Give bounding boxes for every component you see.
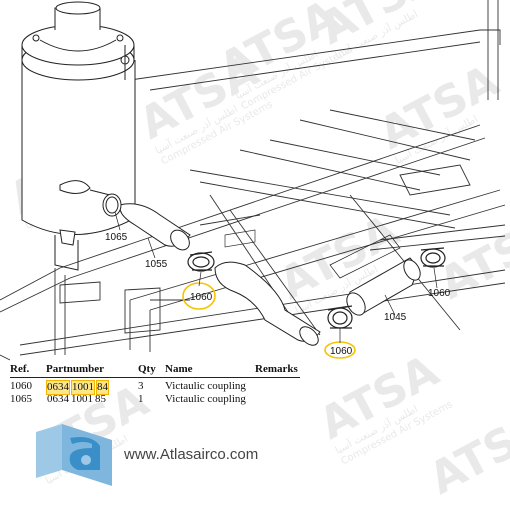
callout-1055: 1055 xyxy=(145,259,168,270)
callout-1060-a: 1060 xyxy=(190,292,213,303)
piping xyxy=(102,193,421,346)
partnumber-segment: 0634 xyxy=(47,393,69,405)
row-name: Victaulic coupling xyxy=(165,393,246,405)
callout-1060-c: 1060 xyxy=(428,288,451,299)
header-qty: Qty xyxy=(138,363,156,375)
callout-1045: 1045 xyxy=(384,312,407,323)
callout-1065: 1065 xyxy=(105,232,128,243)
header-divider xyxy=(10,377,300,378)
partnumber-segment: 84 xyxy=(96,380,109,395)
row-name: Victaulic coupling xyxy=(165,380,246,392)
row-ref: 1060 xyxy=(10,380,32,392)
callout-labels: 1065 1055 1060 1060 1060 1045 xyxy=(105,232,451,357)
row-ref: 1065 xyxy=(10,393,32,405)
website-url[interactable]: www.Atlasairco.com xyxy=(124,446,259,463)
header-remarks: Remarks xyxy=(255,363,298,375)
partnumber-segment: 0634 xyxy=(46,380,70,395)
victaulic-coupling-1060 xyxy=(187,247,446,329)
partnumber-segment: 85 xyxy=(95,393,106,405)
header-name: Name xyxy=(165,363,193,375)
callout-1060-b: 1060 xyxy=(330,346,353,357)
partnumber-segment: 1001 xyxy=(71,380,95,395)
leader-lines xyxy=(114,211,438,343)
atlas-logo-icon xyxy=(36,424,112,486)
partnumber-segment: 1001 xyxy=(71,393,93,405)
parts-table-header: Ref. Partnumber Qty Name Remarks xyxy=(10,363,310,376)
header-partnumber: Partnumber xyxy=(46,363,105,375)
air-receiver-tank xyxy=(21,1,136,271)
row-qty: 1 xyxy=(138,393,144,405)
header-ref: Ref. xyxy=(10,363,30,375)
parts-table: Ref. Partnumber Qty Name Remarks 1060 06… xyxy=(10,363,310,406)
highlight-1060-a xyxy=(182,282,216,310)
row-qty: 3 xyxy=(138,380,144,392)
